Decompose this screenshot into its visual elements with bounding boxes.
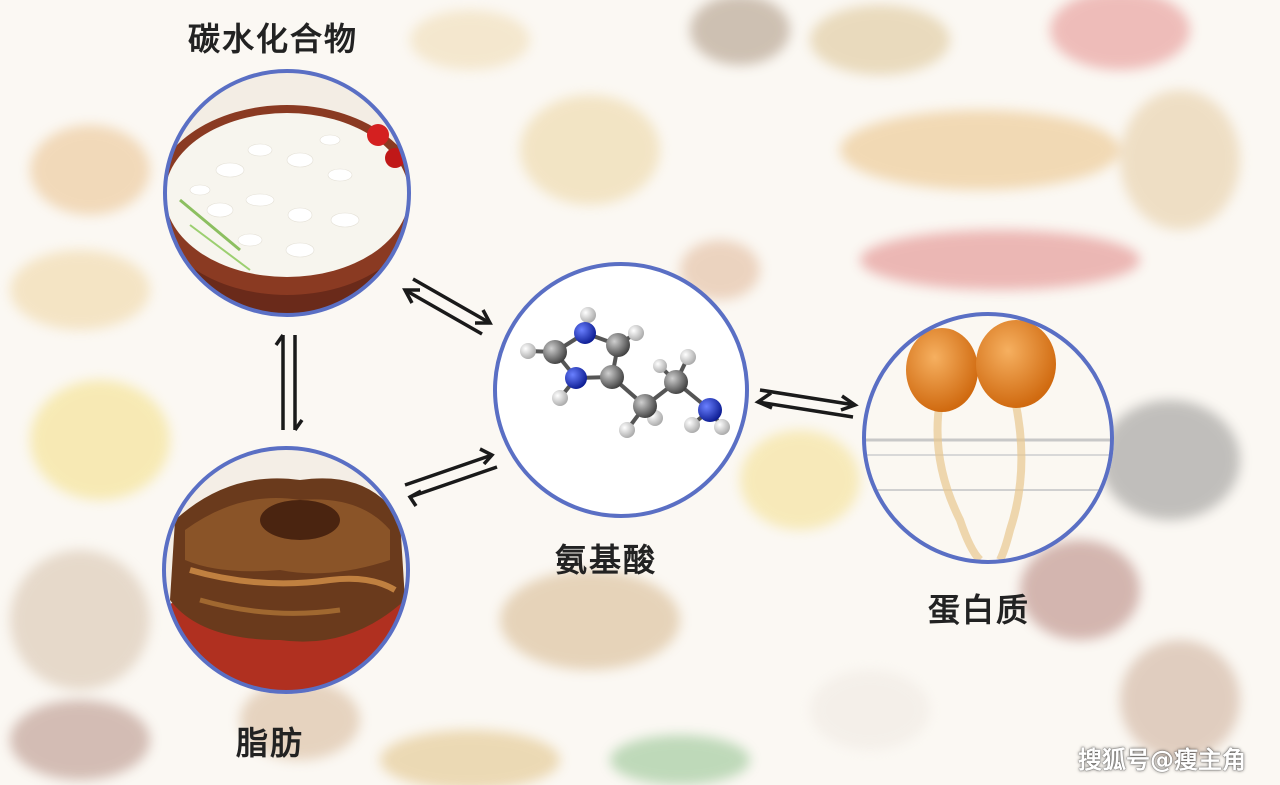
protein-label: 蛋白质: [928, 591, 1031, 629]
arrow-carb-amino: [402, 277, 493, 336]
carbon-atoms: [543, 333, 688, 418]
nitrogen-atoms: [565, 322, 722, 422]
hydrogen-atoms: [520, 307, 730, 438]
carbohydrate-label: 碳水化合物: [188, 20, 359, 58]
amino-acid-node: [493, 262, 749, 518]
arrow-carb-fat: [274, 333, 304, 432]
protein-node: [862, 312, 1114, 564]
amino-acid-label: 氨基酸: [555, 541, 658, 579]
arrow-fat-amino: [404, 447, 498, 507]
fat-node: [162, 446, 410, 694]
carbohydrate-node: [163, 69, 411, 317]
fat-label: 脂肪: [236, 724, 305, 762]
arrow-amino-protein: [754, 388, 859, 419]
watermark: 搜狐号@瘦主角: [1078, 746, 1246, 774]
